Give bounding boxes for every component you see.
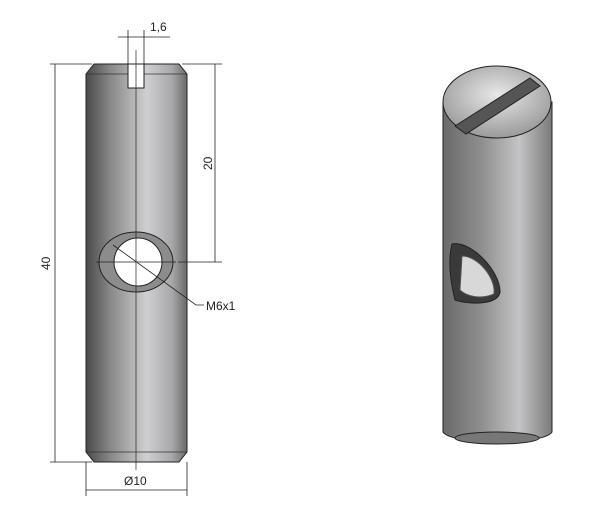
front-view — [85, 50, 188, 470]
thread-label: M6x1 — [206, 299, 236, 313]
isometric-view — [442, 65, 553, 445]
diameter-label: Ø10 — [124, 474, 147, 488]
iso-slot — [454, 77, 541, 135]
slot-width-label: 1,6 — [150, 20, 167, 34]
hole-offset-label: 20 — [201, 156, 215, 170]
dimensions — [50, 30, 222, 496]
length-label: 40 — [39, 256, 53, 270]
